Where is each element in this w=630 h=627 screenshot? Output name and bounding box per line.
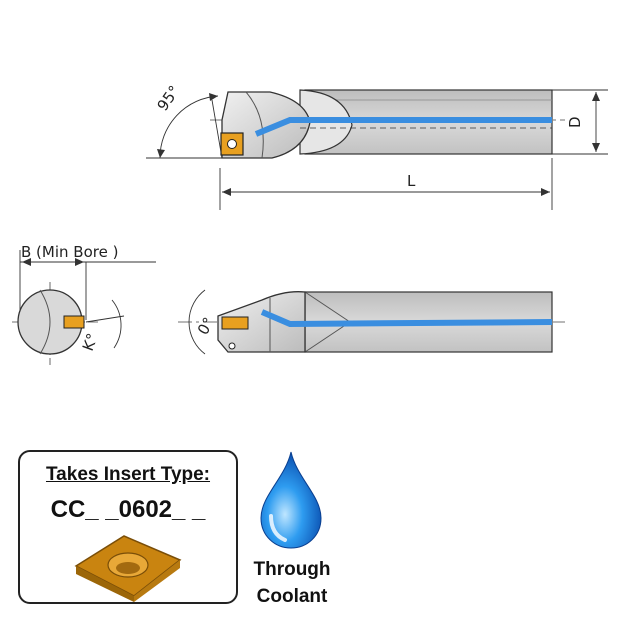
coolant-line-1: Through	[253, 559, 331, 580]
dim-l-label: L	[407, 172, 416, 190]
through-coolant-label: Through Coolant	[244, 556, 340, 610]
dim-l-arrow-right	[541, 188, 550, 196]
angle-arrow-2	[157, 149, 165, 158]
dim-b-arrow-left	[22, 258, 31, 266]
dim-l-arrow-left	[222, 188, 231, 196]
coolant-line-2: Coolant	[256, 586, 328, 607]
insert-image	[74, 535, 182, 602]
coolant-drop-icon	[260, 451, 322, 549]
side-coolant-channel	[260, 309, 553, 328]
side-chamfer-top	[304, 291, 351, 323]
angle-arrow-1	[209, 93, 218, 101]
side-chamfer-bottom	[304, 321, 351, 353]
angle-95-label: 95°	[154, 82, 184, 114]
drop-shape	[260, 451, 322, 549]
dim-b-label: B (Min Bore )	[21, 243, 118, 261]
zero-angle-arc	[188, 289, 206, 355]
zero-angle-label: 0°	[194, 314, 218, 338]
top-insert-hole	[227, 139, 237, 149]
end-view: B (Min Bore ) K°	[12, 243, 156, 365]
insert-side-face-right	[134, 560, 180, 602]
insert-type-title: Takes Insert Type:	[45, 464, 211, 485]
k-angle-arc	[111, 299, 122, 349]
angle-leader-v	[211, 99, 223, 159]
k-leader	[85, 315, 125, 323]
drop-highlight	[269, 514, 287, 542]
side-insert	[221, 316, 249, 330]
dim-d-label: D	[566, 116, 584, 128]
dim-d-arrow-top	[592, 92, 600, 101]
top-coolant-channel	[254, 117, 552, 137]
dim-d-arrow-bottom	[592, 143, 600, 152]
insert-hole-inner	[116, 562, 140, 574]
insert-type-code: CC_ _0602_ _	[50, 496, 206, 523]
side-screw	[228, 342, 236, 350]
top-view: 95° D L	[146, 82, 608, 210]
side-view: 0°	[178, 289, 565, 355]
tool-drawing: 95° D L B (Min Bore ) K°	[12, 82, 608, 365]
dim-b-arrow-right	[75, 258, 84, 266]
insert-side-face-left	[76, 566, 134, 602]
end-insert	[63, 315, 85, 329]
top-head-edge	[245, 91, 264, 159]
k-angle-label: K°	[79, 331, 102, 353]
side-head	[217, 291, 306, 353]
end-flat-edge	[39, 289, 51, 355]
insert-type-box: Takes Insert Type: CC_ _0602_ _	[18, 450, 238, 604]
angle-95-arc	[159, 95, 219, 159]
